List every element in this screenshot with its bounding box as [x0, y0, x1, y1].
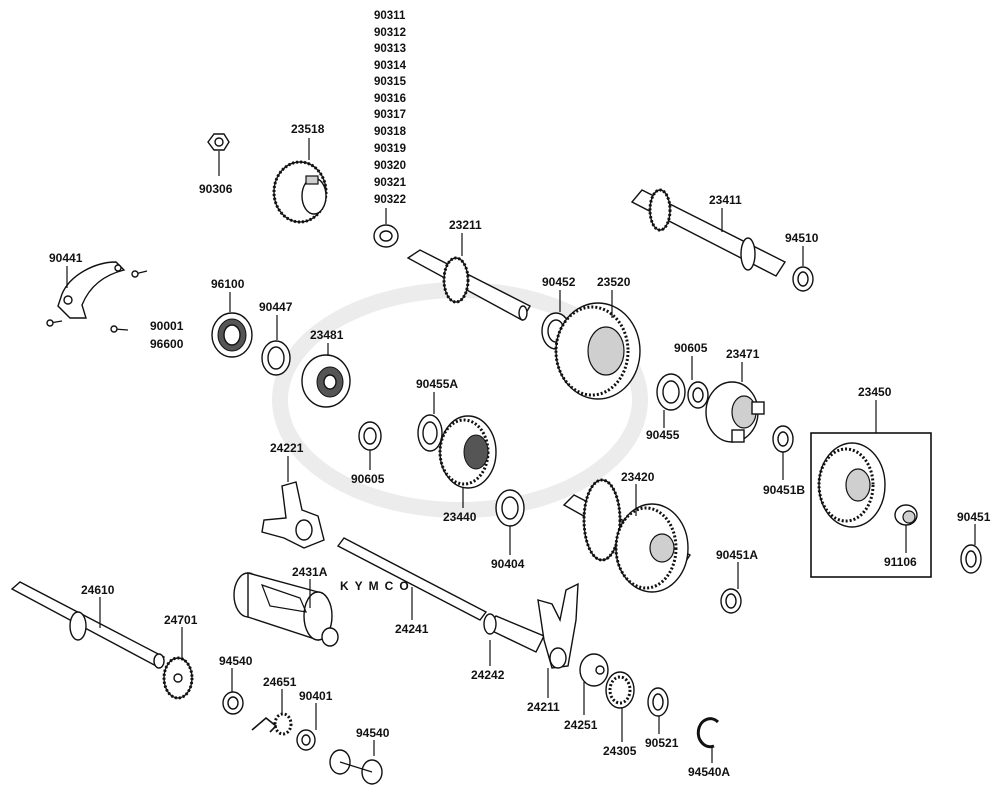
label-90451A: 90451A	[716, 548, 758, 562]
spring-24305	[605, 671, 635, 709]
bushing-91106	[894, 504, 918, 526]
label-94540A: 94540A	[688, 765, 730, 779]
label-90451: 90451	[957, 510, 991, 524]
label-90313: 90313	[374, 43, 406, 55]
sector-24701	[162, 656, 194, 700]
label-90321: 90321	[374, 177, 407, 189]
leader-lines	[66, 138, 976, 763]
label-24242: 24242	[471, 668, 505, 682]
fork-24211	[537, 582, 579, 669]
watermark-logo-text: KYMCO	[340, 579, 415, 593]
label-23211: 23211	[449, 218, 482, 232]
circlip-94540A	[696, 717, 720, 749]
part-number-labels: 90306 23518 23211 23411 94510 90441 9610…	[49, 122, 991, 779]
label-23440: 23440	[443, 510, 477, 524]
label-23481: 23481	[310, 328, 344, 342]
washer-90605-left	[358, 421, 382, 451]
clutch-23471	[705, 381, 765, 443]
label-23420: 23420	[621, 470, 655, 484]
shim-number-stack: 90311 90312 90313 90314 90315 90316 9031…	[374, 10, 407, 206]
washer-90455	[656, 373, 686, 411]
label-90452: 90452	[542, 275, 576, 289]
label-90404: 90404	[491, 557, 525, 571]
clip-94540-left	[222, 691, 244, 715]
label-23471: 23471	[726, 347, 760, 361]
label-24305: 24305	[603, 744, 637, 758]
label-90320: 90320	[374, 160, 406, 172]
washer-90447	[261, 340, 291, 376]
washer-90605-right	[687, 381, 709, 409]
label-90605-left: 90605	[351, 472, 385, 486]
label-23450: 23450	[858, 385, 892, 399]
label-90317: 90317	[374, 109, 406, 121]
label-90315: 90315	[374, 76, 407, 88]
label-96100: 96100	[211, 277, 245, 291]
label-94540-bottom: 94540	[356, 726, 390, 740]
label-96600: 96600	[150, 337, 184, 351]
label-23520: 23520	[597, 275, 631, 289]
washer-90451	[960, 544, 982, 574]
label-23518: 23518	[291, 122, 325, 136]
gear-23518	[272, 160, 328, 224]
label-90521: 90521	[645, 736, 679, 750]
label-90455A: 90455A	[416, 377, 458, 391]
label-90322: 90322	[374, 194, 406, 206]
washer-90521	[647, 687, 669, 717]
bearing-96100	[211, 312, 253, 358]
label-23411: 23411	[709, 193, 742, 207]
label-90455: 90455	[646, 428, 680, 442]
plate-90441	[57, 261, 126, 319]
clip-94540-bottom	[329, 749, 383, 785]
spring-24651	[251, 712, 293, 736]
label-24701: 24701	[164, 613, 198, 627]
washer-90451A	[720, 588, 742, 614]
label-90001: 90001	[150, 319, 184, 333]
washer-90404	[495, 489, 525, 527]
label-90605-right: 90605	[674, 341, 708, 355]
label-90319: 90319	[374, 143, 406, 155]
gear-shaft-23420	[562, 478, 692, 593]
label-90306: 90306	[199, 182, 233, 196]
label-90311: 90311	[374, 10, 406, 22]
washer-90401	[296, 729, 316, 751]
label-90318: 90318	[374, 126, 407, 138]
label-90451B: 90451B	[763, 483, 805, 497]
label-2431A: 2431A	[292, 565, 328, 579]
label-94540-left: 94540	[219, 654, 253, 668]
shaft-23411	[630, 188, 787, 277]
drum-2431A	[233, 572, 339, 647]
stopper-24251	[579, 653, 609, 687]
label-24651: 24651	[263, 675, 297, 689]
label-90447: 90447	[259, 300, 293, 314]
label-94510: 94510	[785, 231, 819, 245]
nut-90306	[207, 133, 230, 151]
shim-stack-9031x	[373, 224, 399, 248]
label-24610: 24610	[81, 583, 115, 597]
washer-90451B	[772, 425, 794, 453]
sleeve-24242	[483, 613, 545, 653]
assembly-box-23450	[810, 432, 932, 578]
rod-24241	[336, 537, 488, 621]
clip-94510	[792, 266, 814, 292]
label-90401: 90401	[299, 689, 333, 703]
label-90312: 90312	[374, 27, 406, 39]
gear-23520	[554, 302, 641, 400]
screw-set-90001	[46, 270, 148, 333]
label-90314: 90314	[374, 60, 407, 72]
label-24241: 24241	[395, 622, 429, 636]
label-91106: 91106	[884, 555, 917, 569]
gear-23440	[438, 415, 497, 489]
label-90441: 90441	[49, 251, 83, 265]
fork-24221	[261, 481, 325, 549]
label-24211: 24211	[527, 700, 560, 714]
label-24251: 24251	[564, 718, 598, 732]
label-90316: 90316	[374, 93, 406, 105]
washer-90455A	[417, 414, 443, 452]
spindle-24610	[10, 581, 165, 669]
shaft-23211	[406, 249, 531, 321]
hub-23481	[301, 354, 351, 408]
label-24221: 24221	[270, 441, 304, 455]
